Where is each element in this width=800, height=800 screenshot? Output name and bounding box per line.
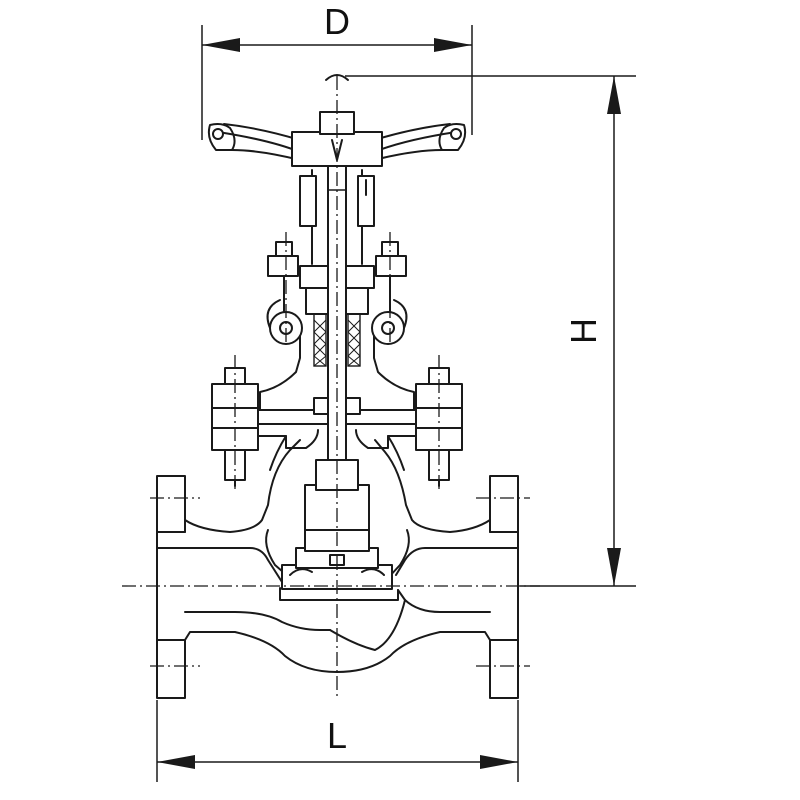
dimension-d: D xyxy=(201,1,473,140)
dimension-h: H xyxy=(345,75,636,587)
dimension-l: L xyxy=(156,700,519,782)
center-lines xyxy=(122,76,540,700)
dimension-d-label: D xyxy=(324,1,350,42)
gland-eyebolts xyxy=(266,241,408,345)
valve-yoke xyxy=(299,169,375,265)
dimension-l-label: L xyxy=(327,715,347,756)
stem-top xyxy=(325,74,349,81)
dimension-h-label: H xyxy=(563,318,604,344)
